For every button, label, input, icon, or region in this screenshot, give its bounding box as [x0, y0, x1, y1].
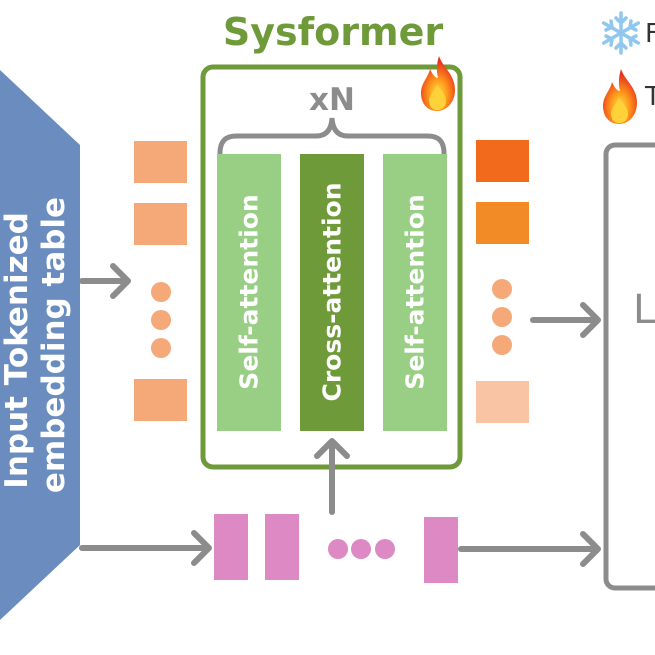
- ellipsis-dot: [492, 279, 512, 299]
- output-token: [476, 381, 529, 423]
- attention-block-cross: Cross-attention: [300, 154, 364, 431]
- output-token-sequence: [476, 140, 529, 423]
- ellipsis-dot: [328, 539, 348, 559]
- embedding-table-label: Input Tokenized embedding table: [0, 197, 72, 493]
- embedding-to-tokens-arrow: [79, 263, 131, 299]
- embedding-table: [0, 70, 80, 620]
- system-token: [214, 514, 248, 580]
- system-token: [265, 514, 299, 580]
- system-token-sequence: [214, 514, 458, 583]
- output-token: [476, 202, 529, 244]
- sysformer-title: Sysformer: [223, 10, 444, 54]
- legend: F T: [601, 11, 655, 124]
- embedding-to-system-tokens-arrow: [79, 530, 212, 566]
- model-box: [603, 142, 655, 591]
- fire-icon: [421, 56, 455, 111]
- repeat-brace: [217, 117, 447, 156]
- repeat-label: xN: [309, 82, 355, 118]
- model-box-label: L: [633, 287, 655, 333]
- ellipsis-dot: [151, 282, 171, 302]
- ellipsis-dot: [492, 335, 512, 355]
- ellipsis-dot: [151, 310, 171, 330]
- fire-icon: [603, 69, 637, 124]
- ellipsis-dot: [151, 338, 171, 358]
- legend-trainable-label: T: [644, 82, 655, 112]
- attention-block-self-1: Self-attention: [217, 154, 281, 431]
- attention-block-label: Cross-attention: [318, 182, 347, 401]
- snowflake-icon: [601, 11, 641, 55]
- ellipsis-dot: [492, 307, 512, 327]
- ellipsis-dot: [375, 539, 395, 559]
- attention-block-self-2: Self-attention: [383, 154, 447, 431]
- tokens-to-model-arrow: [530, 302, 601, 338]
- output-token: [476, 140, 529, 182]
- input-token: [134, 379, 187, 421]
- attention-block-label: Self-attention: [401, 194, 430, 389]
- input-token: [134, 141, 187, 183]
- legend-frozen-label: F: [645, 19, 655, 49]
- input-token: [134, 203, 187, 245]
- system-to-cross-attention-arrow: [314, 438, 350, 515]
- attention-block-label: Self-attention: [235, 194, 264, 389]
- input-token-sequence: [134, 141, 187, 421]
- system-token: [424, 517, 458, 583]
- ellipsis-dot: [351, 539, 371, 559]
- system-tokens-to-model-arrow: [458, 531, 601, 567]
